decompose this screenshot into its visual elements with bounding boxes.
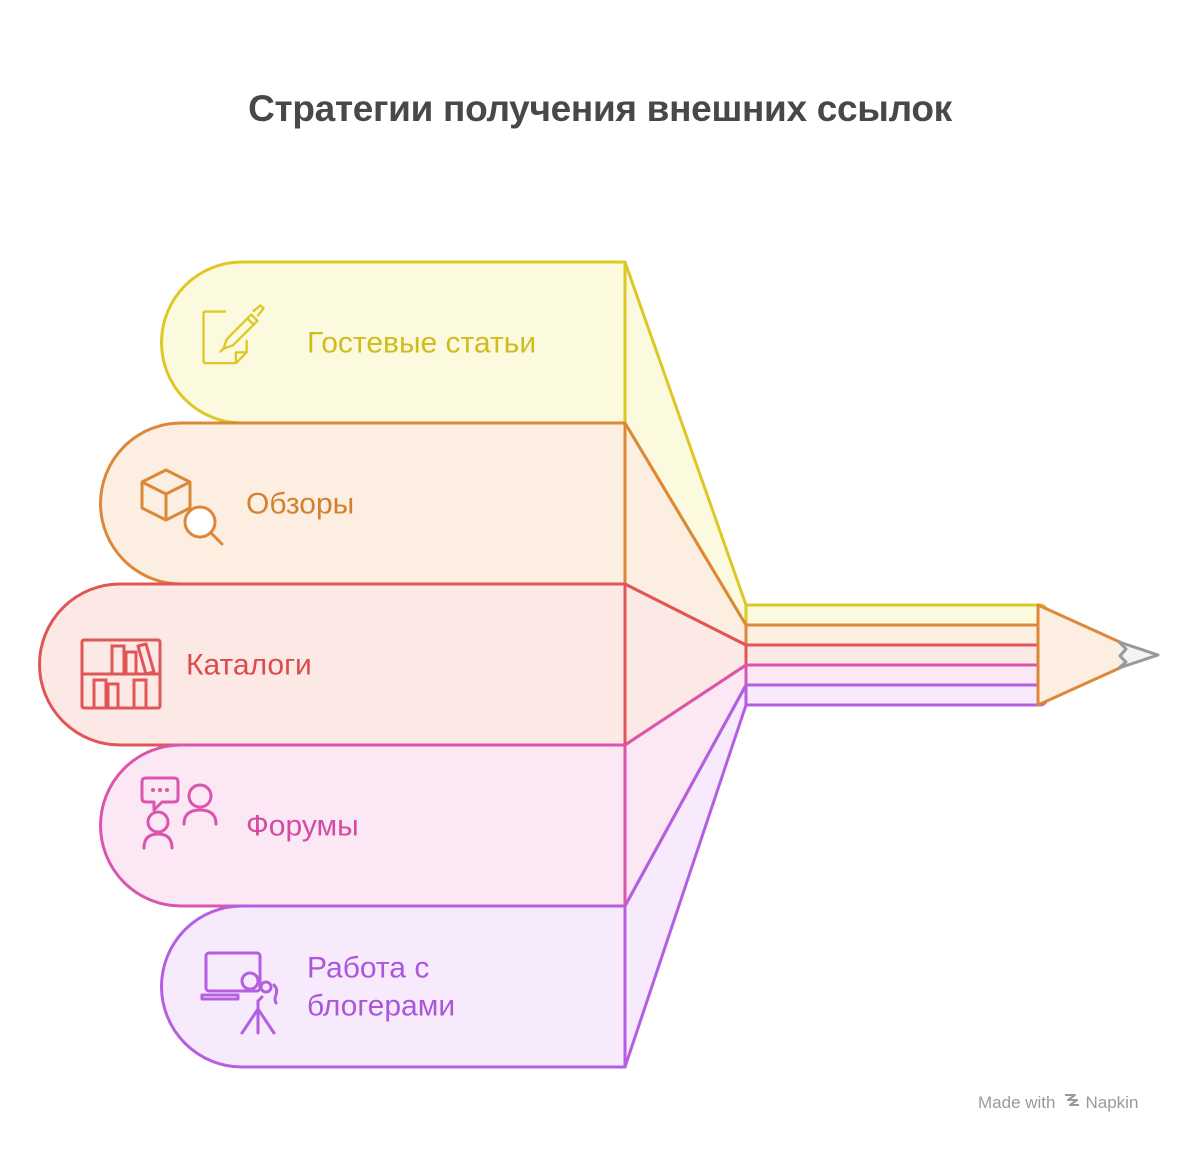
made-with-napkin-credit[interactable]: Made with Napkin — [978, 1092, 1138, 1113]
strategy-card: Гостевые статьи — [160, 260, 627, 425]
strategy-card: Обзоры — [99, 421, 627, 586]
credit-brand: Napkin — [1085, 1092, 1139, 1112]
people-chat-icon — [140, 776, 218, 850]
bookshelf-icon — [80, 638, 162, 710]
box-magnifier-icon — [140, 468, 224, 546]
pen-paper-icon — [202, 304, 265, 365]
napkin-logo-icon — [1063, 1092, 1081, 1113]
strategy-card: Форумы — [99, 743, 627, 908]
strategy-cards-layer: Гостевые статьиОбзорыКаталогиФорумыРабот… — [38, 260, 627, 1069]
page-title: Стратегии получения внешних ссылок — [248, 88, 952, 129]
strategy-label: Гостевые статьи — [307, 327, 536, 360]
strategy-label: Форумы — [246, 810, 359, 843]
pencil-bands-layer — [623, 261, 1050, 1068]
strategy-label: Каталоги — [186, 649, 312, 682]
strategy-label: Обзоры — [246, 488, 354, 521]
pencil-tip — [1036, 603, 1160, 707]
strategy-card: Каталоги — [38, 582, 627, 747]
presenter-mic-icon — [200, 951, 279, 1035]
credit-prefix: Made with — [978, 1092, 1056, 1112]
